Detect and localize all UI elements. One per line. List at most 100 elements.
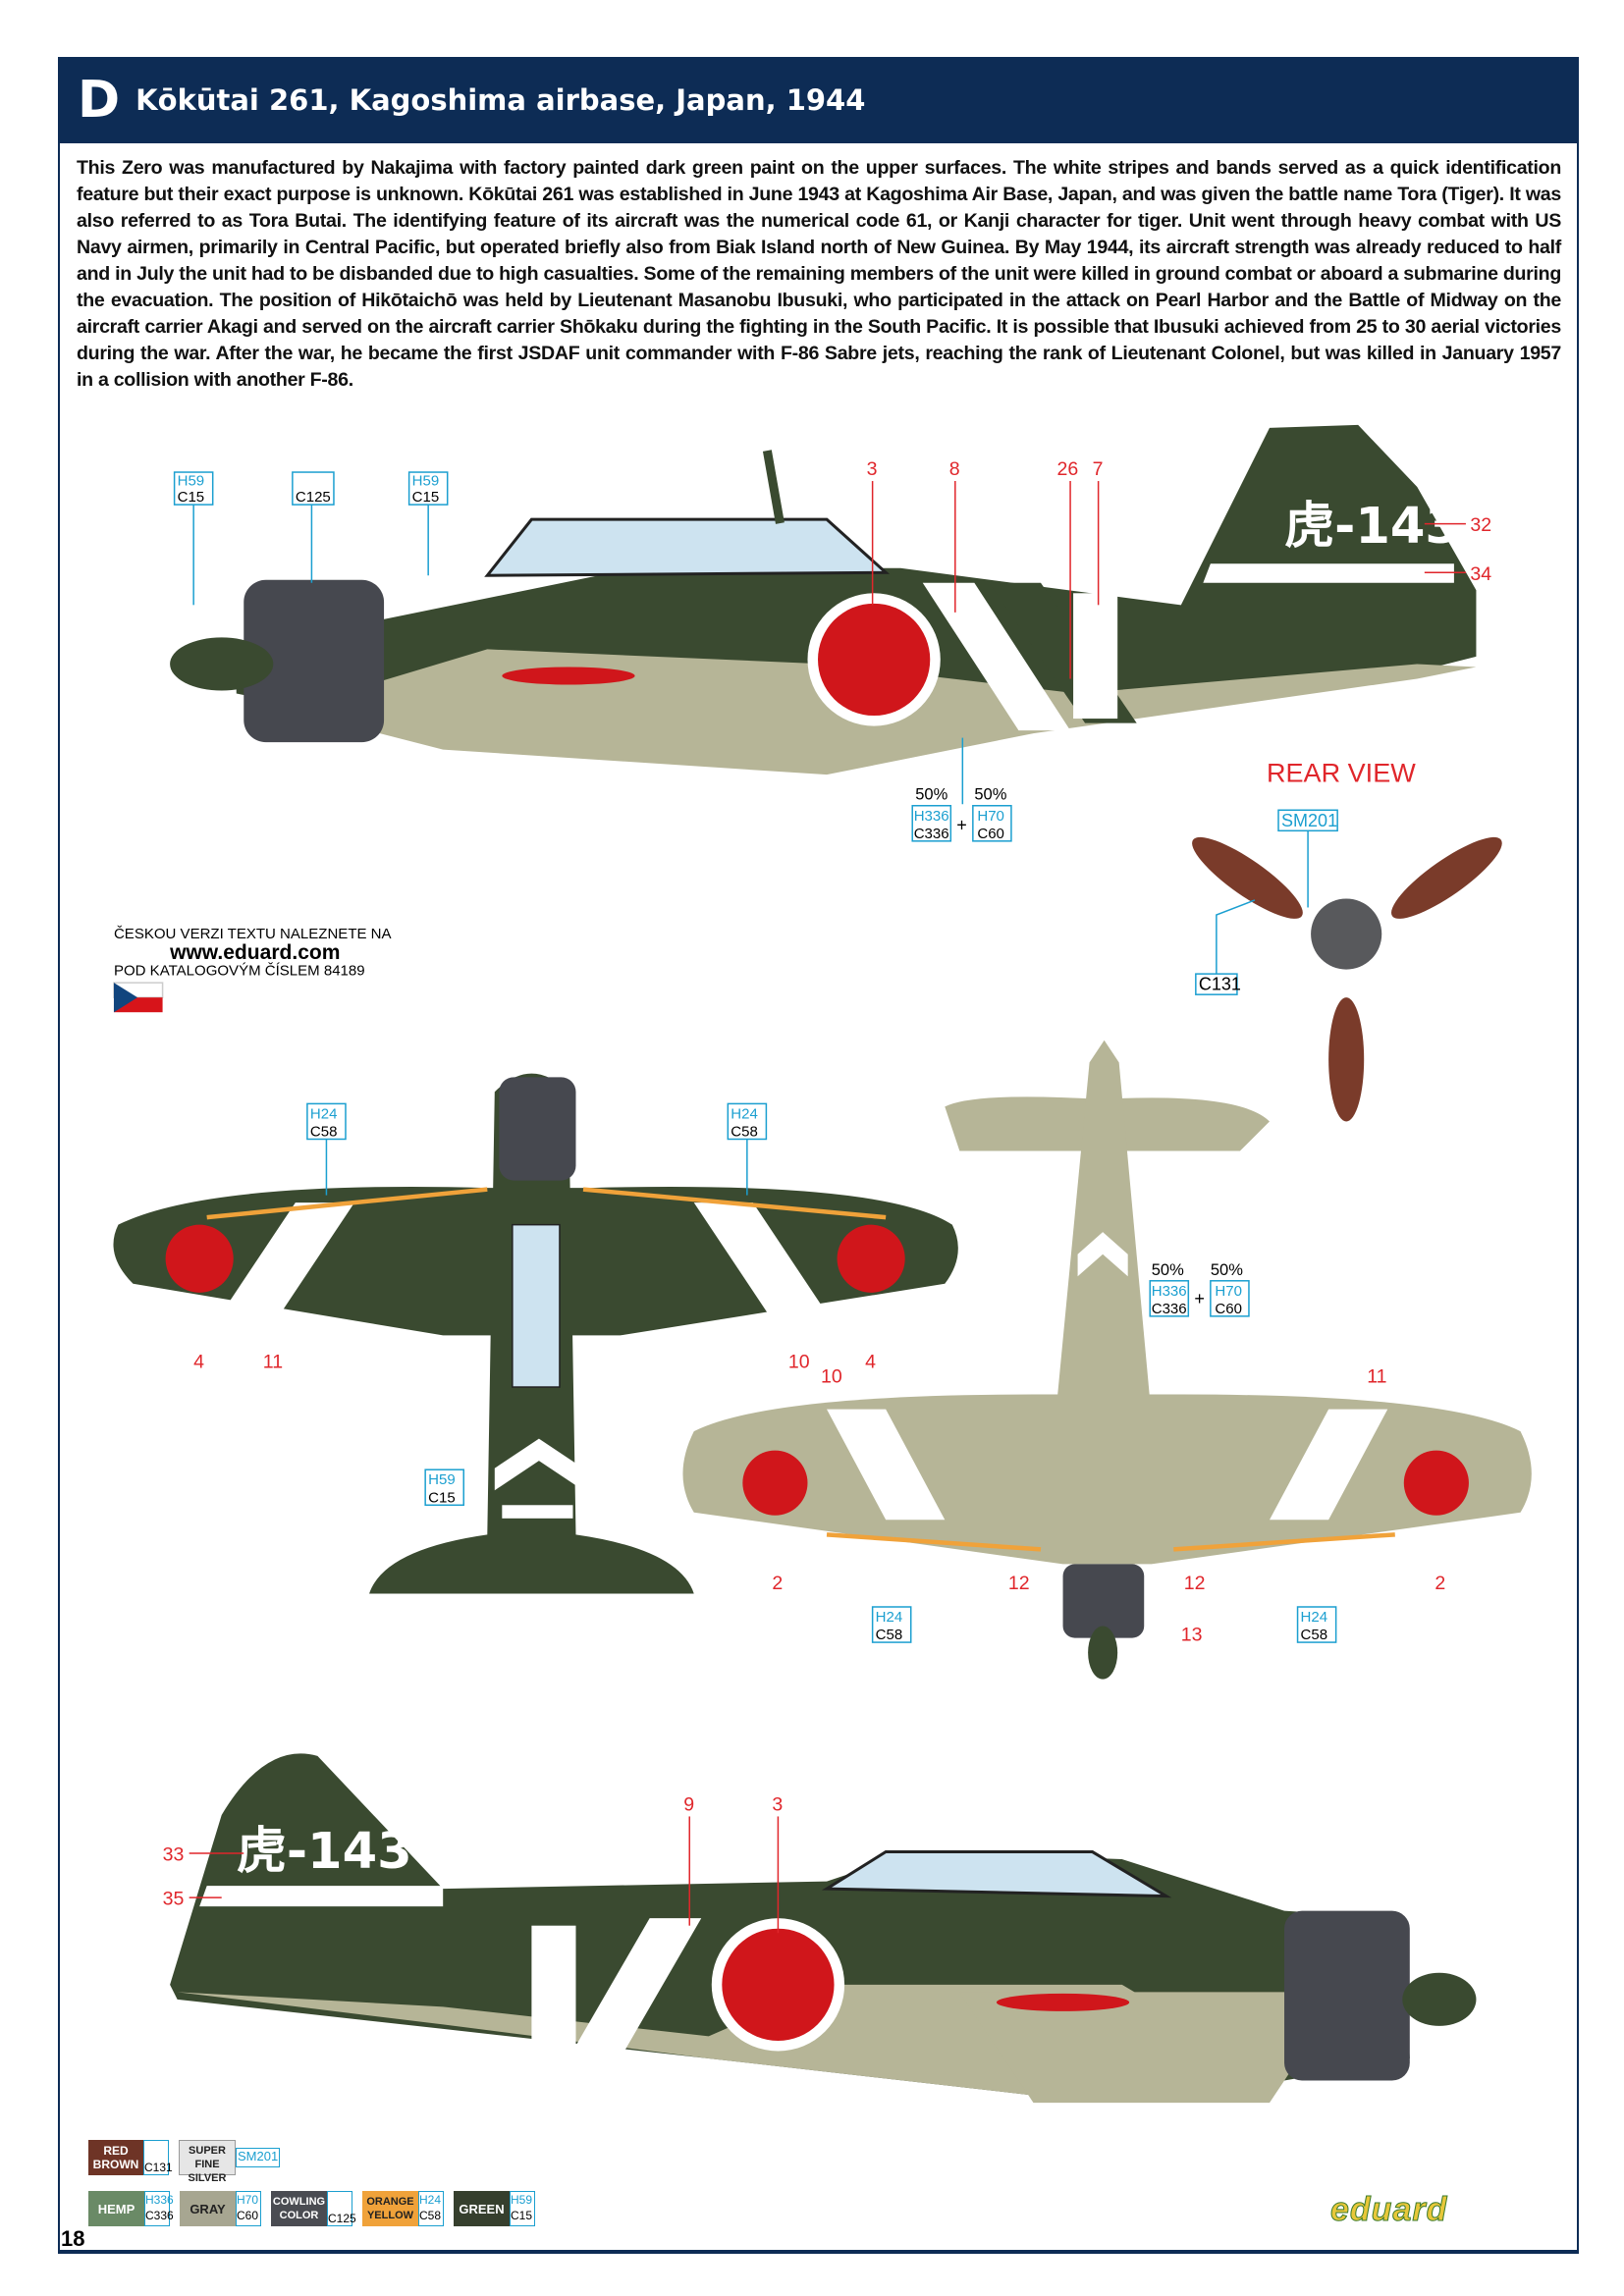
svg-text:H24: H24 <box>1301 1609 1328 1626</box>
svg-text:4: 4 <box>865 1351 876 1372</box>
legend-code: C131 <box>144 2161 173 2174</box>
svg-text:H336: H336 <box>914 808 949 825</box>
left-side-profile: 虎-143 <box>170 424 1477 775</box>
svg-text:C60: C60 <box>1215 1301 1242 1317</box>
czech-flag-icon <box>113 983 138 1013</box>
svg-text:H24: H24 <box>310 1105 338 1122</box>
right-side-profile: 虎-143 <box>170 1753 1477 2104</box>
svg-text:C336: C336 <box>1152 1301 1187 1317</box>
eduard-logo: eduard <box>1329 2191 1448 2229</box>
svg-text:3: 3 <box>867 458 878 480</box>
svg-text:H24: H24 <box>731 1105 758 1122</box>
svg-text:H70: H70 <box>977 808 1004 825</box>
legend-code: C336 <box>145 2209 174 2222</box>
svg-text:3: 3 <box>772 1793 783 1815</box>
legend-name: RED <box>103 2144 129 2158</box>
svg-text:+: + <box>1194 1289 1205 1308</box>
legend-code: C58 <box>419 2209 442 2222</box>
svg-text:2: 2 <box>772 1573 783 1594</box>
svg-text:www.eduard.com: www.eduard.com <box>169 941 340 964</box>
legend-name: SUPER <box>189 2145 226 2157</box>
svg-text:C15: C15 <box>428 1489 456 1506</box>
svg-text:POD KATALOGOVÝM ČÍSLEM 84189: POD KATALOGOVÝM ČÍSLEM 84189 <box>114 963 365 980</box>
legend-name: GRAY <box>189 2201 226 2216</box>
description-text: This Zero was manufactured by Nakajima w… <box>77 157 1561 391</box>
svg-text:50%: 50% <box>915 785 947 804</box>
svg-text:+: + <box>956 815 967 834</box>
legend-code: H24 <box>419 2193 442 2207</box>
svg-text:32: 32 <box>1470 514 1491 536</box>
legend-name: YELLOW <box>366 2210 414 2221</box>
svg-text:12: 12 <box>1008 1573 1030 1594</box>
profile-header: D Kōkūtai 261, Kagoshima airbase, Japan,… <box>58 57 1579 143</box>
svg-text:H24: H24 <box>876 1609 903 1626</box>
svg-text:H336: H336 <box>1152 1283 1187 1300</box>
rear-view: REAR VIEW SM201 C131 <box>1192 759 1502 1122</box>
legend-name: GREEN <box>459 2201 505 2216</box>
legend-code: C15 <box>511 2209 533 2222</box>
bottom-view <box>682 1040 1532 1680</box>
profile-letter: D <box>78 71 121 130</box>
svg-text:H70: H70 <box>1215 1283 1242 1300</box>
hinomaru <box>818 603 931 717</box>
svg-text:50%: 50% <box>1211 1260 1243 1279</box>
svg-text:ČESKOU VERZI TEXTU NALEZNETE N: ČESKOU VERZI TEXTU NALEZNETE NA <box>114 926 392 942</box>
svg-text:10: 10 <box>788 1351 810 1372</box>
svg-text:7: 7 <box>1093 458 1104 480</box>
svg-text:SM201: SM201 <box>1281 811 1337 830</box>
legend-code: H70 <box>237 2193 259 2207</box>
legend-silver: SUPER FINE SILVER SM201 <box>179 2140 281 2184</box>
top-view <box>113 1073 958 1594</box>
legend-code: H336 <box>145 2193 174 2207</box>
svg-text:H59: H59 <box>178 473 205 490</box>
svg-text:C125: C125 <box>296 489 331 506</box>
spinner <box>170 637 274 691</box>
czech-note: ČESKOU VERZI TEXTU NALEZNETE NA www.edua… <box>113 926 392 1013</box>
rear-view-label: REAR VIEW <box>1267 759 1416 788</box>
legend-code: C60 <box>237 2209 259 2222</box>
svg-text:2: 2 <box>1435 1573 1445 1594</box>
svg-text:C15: C15 <box>412 489 440 506</box>
page-number: 18 <box>61 2226 85 2251</box>
legend-name: HEMP <box>97 2201 135 2216</box>
legend-name: COWLING <box>272 2196 326 2208</box>
svg-text:35: 35 <box>163 1889 185 1910</box>
legend-name: BROWN <box>92 2158 139 2171</box>
svg-text:C15: C15 <box>178 489 205 506</box>
svg-text:50%: 50% <box>1152 1260 1184 1279</box>
legend-name: FINE SILVER <box>188 2159 227 2184</box>
svg-text:4: 4 <box>193 1351 204 1372</box>
svg-text:11: 11 <box>1367 1366 1386 1388</box>
svg-text:10: 10 <box>821 1366 842 1388</box>
legend-code: SM201 <box>238 2149 279 2163</box>
svg-text:C58: C58 <box>1301 1627 1328 1643</box>
tail-code-right: 虎-143 <box>237 1823 412 1881</box>
legend-code: H59 <box>511 2193 533 2207</box>
canopy <box>484 517 891 577</box>
cowling <box>244 579 385 743</box>
legend-name: COLOR <box>279 2210 319 2221</box>
svg-text:50%: 50% <box>974 785 1006 804</box>
svg-text:26: 26 <box>1057 458 1079 480</box>
svg-text:H59: H59 <box>428 1471 456 1488</box>
legend-name: ORANGE <box>366 2196 414 2208</box>
spinner-rear <box>1311 898 1382 970</box>
profile-title: Kōkūtai 261, Kagoshima airbase, Japan, 1… <box>135 83 866 117</box>
svg-text:11: 11 <box>263 1351 283 1372</box>
svg-text:12: 12 <box>1184 1573 1206 1594</box>
svg-text:C131: C131 <box>1199 975 1241 994</box>
svg-text:34: 34 <box>1470 563 1491 585</box>
tail-code: 虎-143 <box>1284 498 1460 556</box>
svg-text:8: 8 <box>949 458 960 480</box>
svg-text:9: 9 <box>683 1793 694 1815</box>
